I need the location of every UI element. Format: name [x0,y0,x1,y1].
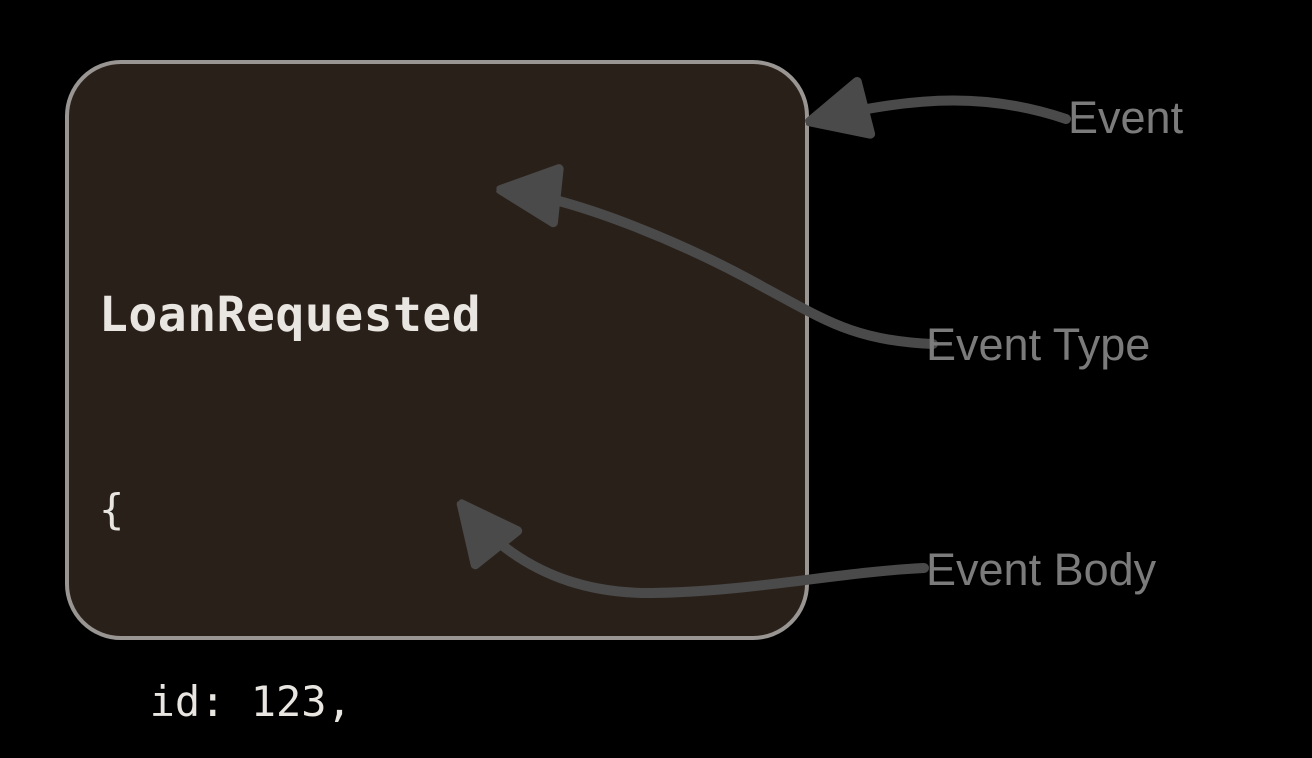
code-block: LoanRequested { id: 123, amount: 100, bo… [69,64,805,758]
event-type-text: LoanRequested [99,287,482,343]
event-annotation-label: Event [1068,92,1184,143]
event-type-annotation-label: Event Type [926,319,1151,370]
code-line-open-brace: { [99,485,125,534]
event-arrow-icon [812,101,1071,122]
event-card: LoanRequested { id: 123, amount: 100, bo… [65,60,809,726]
event-body-annotation-label: Event Body [926,544,1157,595]
code-line-id: id: 123, [99,677,352,726]
